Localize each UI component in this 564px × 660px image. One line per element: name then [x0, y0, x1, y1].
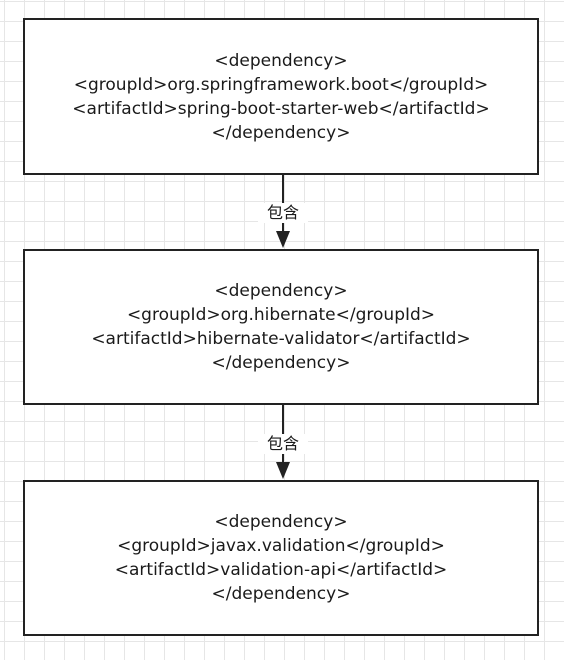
group-id-line: <groupId>org.springframework.boot</group…: [73, 74, 489, 95]
artifact-id-line: <artifactId>spring-boot-starter-web</art…: [72, 98, 490, 119]
dependency-open-tag: <dependency>: [214, 50, 348, 71]
arrow-1-head: [276, 231, 290, 248]
artifact-id-line: <artifactId>hibernate-validator</artifac…: [91, 329, 471, 349]
dependency-box-hibernate-validator[interactable]: <dependency> <groupId>org.hibernate</gro…: [23, 249, 539, 405]
dependency-open-tag: <dependency>: [214, 281, 348, 301]
dependency-close-tag: </dependency>: [211, 584, 351, 604]
edge-label-contains-2: 包含: [258, 434, 308, 454]
group-id-line: <groupId>org.hibernate</groupId>: [126, 305, 436, 325]
edge-label-contains-1: 包含: [258, 203, 308, 223]
arrow-2-head: [276, 462, 290, 479]
artifact-id-line: <artifactId>validation-api</artifactId>: [114, 560, 448, 580]
dependency-box-spring-boot-starter-web[interactable]: <dependency> <groupId>org.springframewor…: [23, 18, 539, 175]
dependency-open-tag: <dependency>: [214, 512, 348, 532]
group-id-line: <groupId>javax.validation</groupId>: [117, 536, 445, 556]
dependency-close-tag: </dependency>: [211, 122, 351, 143]
dependency-close-tag: </dependency>: [211, 353, 351, 373]
dependency-box-validation-api[interactable]: <dependency> <groupId>javax.validation</…: [23, 480, 539, 636]
